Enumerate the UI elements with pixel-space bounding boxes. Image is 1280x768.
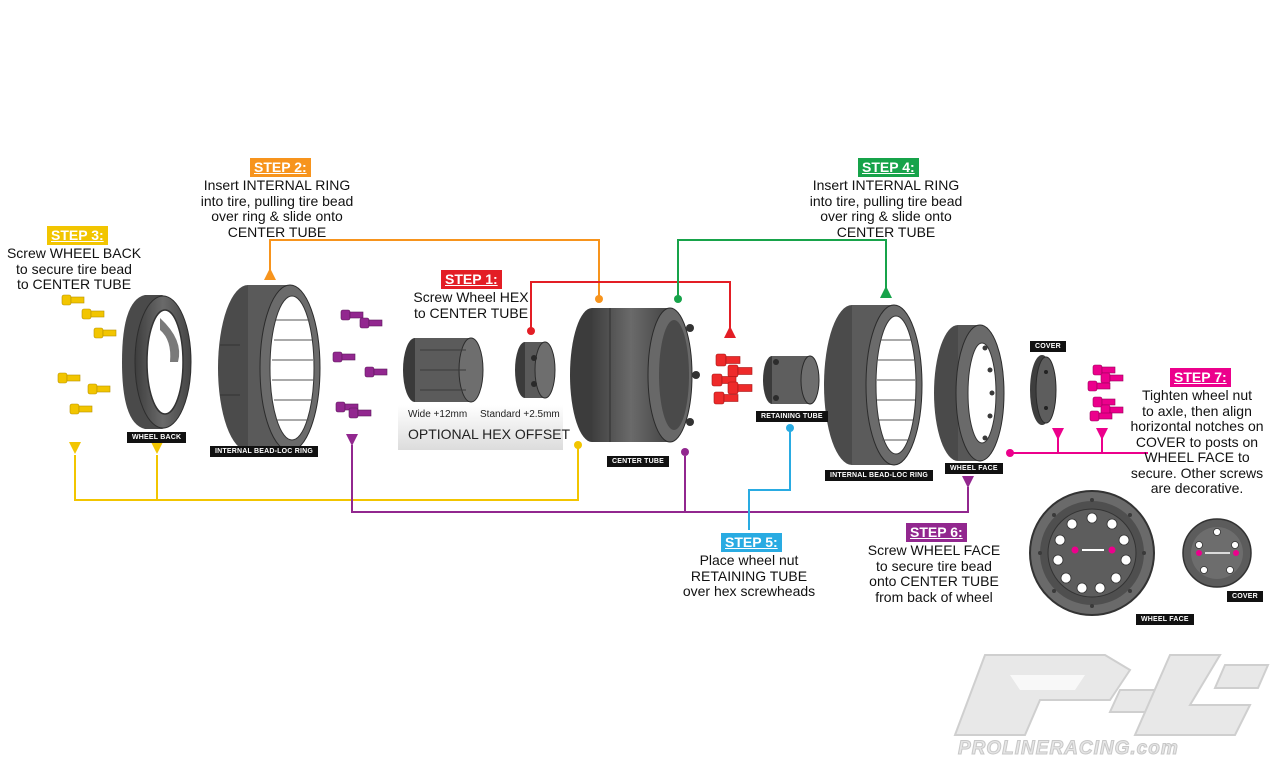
step1-dot xyxy=(527,327,535,335)
center-tube-label: CENTER TUBE xyxy=(607,456,669,467)
cover-label: COVER xyxy=(1030,341,1066,352)
proline-website-text: PROLINERACING.com xyxy=(958,738,1179,760)
step6-badge: STEP 6: xyxy=(906,523,967,542)
step6-arrow-screws xyxy=(346,434,358,446)
step3-arrow-wheelback xyxy=(151,442,163,454)
wheel-face-side-part xyxy=(934,324,1005,462)
step2-badge: STEP 2: xyxy=(250,158,311,177)
wheel-face-front-part xyxy=(1029,490,1155,616)
hex-standard-label: Standard +2.5mm xyxy=(480,409,560,420)
step4-badge: STEP 4: xyxy=(858,158,919,177)
hex-offset-title: OPTIONAL HEX OFFSET xyxy=(408,426,571,442)
step7-arrow-screws xyxy=(1096,428,1108,440)
hex-offset-panel xyxy=(398,405,563,450)
step2-arrow xyxy=(264,268,276,280)
hex-wide-label: Wide +12mm xyxy=(408,409,468,420)
wheel-back-label: WHEEL BACK xyxy=(127,432,187,443)
step5-dot xyxy=(786,424,794,432)
step5-badge: STEP 5: xyxy=(721,533,782,552)
retaining-tube-label: RETAINING TUBE xyxy=(756,411,828,422)
wide-hex-part xyxy=(403,337,484,403)
cover-detail-label: COVER xyxy=(1227,591,1263,602)
step4-arrow xyxy=(880,286,892,298)
step3-connector xyxy=(74,448,579,501)
step7-dot xyxy=(1006,449,1014,457)
step7-arrow-cover xyxy=(1052,428,1064,440)
internal-ring-right-label: INTERNAL BEAD-LOC RING xyxy=(825,470,933,481)
step6-dot xyxy=(681,448,689,456)
step1-badge: STEP 1: xyxy=(441,270,502,289)
step1-connector xyxy=(530,281,731,330)
step1-arrow xyxy=(724,326,736,338)
step2-connector xyxy=(269,239,600,297)
step3-badge: STEP 3: xyxy=(47,226,108,245)
wheel-face-detail-label: WHEEL FACE xyxy=(1136,614,1194,625)
internal-ring-left-label: INTERNAL BEAD-LOC RING xyxy=(210,446,318,457)
step4-dot xyxy=(674,295,682,303)
step6-connector xyxy=(351,445,969,513)
wheel-back-part xyxy=(122,295,192,429)
wheel-face-label: WHEEL FACE xyxy=(945,463,1003,474)
center-tube-part xyxy=(570,307,700,443)
step2-dot xyxy=(595,295,603,303)
cover-front-part xyxy=(1182,518,1252,588)
step3-dot xyxy=(574,441,582,449)
step5-connector xyxy=(748,430,791,530)
cover-side-part xyxy=(1030,355,1057,425)
step6-arrow-face xyxy=(962,476,974,488)
step3-arrow-left xyxy=(69,442,81,454)
retaining-tube-part xyxy=(763,355,820,405)
step4-connector xyxy=(677,239,887,297)
standard-hex-part xyxy=(515,341,556,399)
step7-badge: STEP 7: xyxy=(1170,368,1231,387)
step7-connector xyxy=(1012,436,1148,454)
internal-ring-right-part xyxy=(824,304,923,466)
internal-ring-left-part xyxy=(218,284,321,452)
